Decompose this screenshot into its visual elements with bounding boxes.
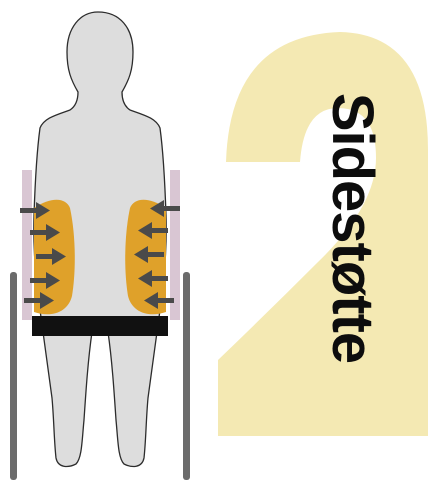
person-diagram (0, 0, 210, 482)
step-number-graphic (208, 0, 428, 482)
page-title: Sidestøtte (323, 93, 381, 363)
wheelchair-frame-left (10, 272, 17, 480)
side-rail-left (22, 170, 32, 320)
side-rail-right (170, 170, 180, 320)
wheelchair-frame-right (183, 272, 190, 480)
seat-cushion (32, 316, 168, 336)
